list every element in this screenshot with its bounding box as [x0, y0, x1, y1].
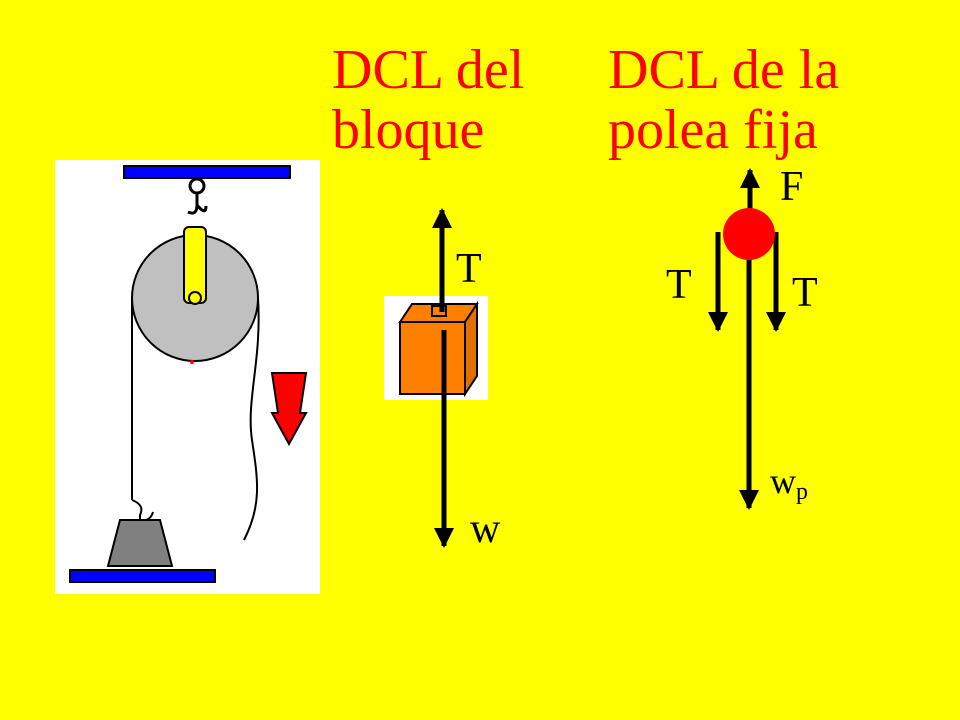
label-block-tension: T: [456, 246, 482, 292]
label-pulley-tension-right: T: [792, 270, 818, 316]
rope-right: [243, 297, 260, 541]
label-pulley-weight-base: w: [770, 461, 796, 501]
pulley-fbd: [708, 168, 786, 510]
block-side-face: [464, 300, 478, 398]
fixed-pulley-dot: [723, 208, 775, 260]
title-block-fbd: DCL del bloque: [332, 39, 525, 161]
label-pulley-tension-left: T: [666, 262, 692, 308]
ceiling-support-bar: [123, 165, 291, 179]
down-arrow-icon: [270, 372, 308, 447]
label-block-weight: w: [470, 506, 501, 552]
label-pulley-weight-subscript: p: [796, 479, 808, 505]
pulley-system-illustration: [55, 160, 320, 594]
label-pulley-weight: wp: [770, 460, 808, 513]
label-pulley-force: F: [780, 164, 804, 210]
title-pulley-fbd: DCL de la polea fija: [608, 39, 840, 161]
pulley-reference-dot: [190, 360, 194, 364]
block-fbd: [384, 208, 488, 548]
floor-support-bar: [69, 569, 216, 583]
block-handle: [431, 305, 447, 317]
block-front-face: [399, 321, 466, 395]
hanging-mass: [106, 519, 174, 567]
pulley-axle: [188, 291, 202, 305]
mass-hook: [131, 499, 154, 522]
ceiling-hook: [187, 193, 208, 215]
